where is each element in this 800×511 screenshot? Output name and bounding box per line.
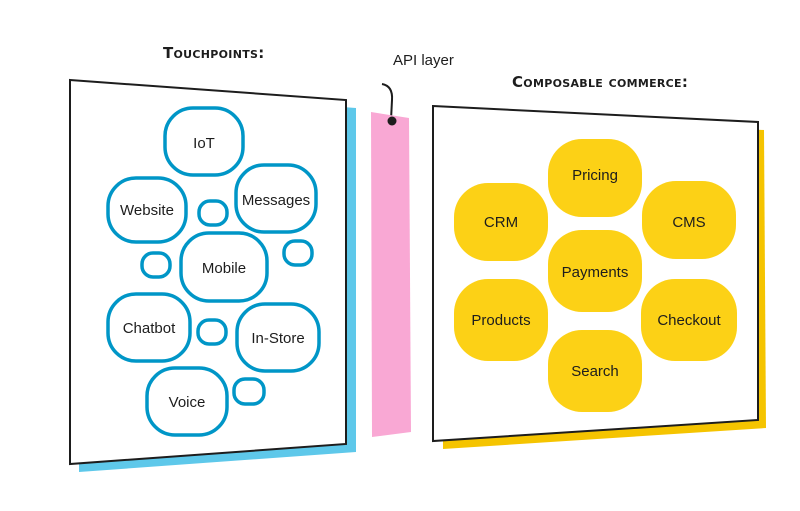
touchpoint-bubble-website <box>106 176 188 244</box>
commerce-bubble-pricing <box>548 139 642 217</box>
commerce-label-search: Search <box>571 363 619 380</box>
commerce-label-pricing: Pricing <box>572 167 618 184</box>
commerce-bubble-checkout <box>641 279 737 361</box>
small-bubble <box>140 251 172 279</box>
small-bubble <box>196 318 228 346</box>
touchpoint-bubble-in-store <box>235 302 321 373</box>
commerce-bubble-payments <box>548 230 642 312</box>
touchpoints-heading: Touchpoints: <box>163 44 265 62</box>
api-layer-bar <box>371 112 411 437</box>
touchpoint-bubble-voice <box>145 366 229 437</box>
commerce-bubble-products <box>454 279 548 361</box>
commerce-bubble-search <box>548 330 642 412</box>
api-label-leader-dot <box>387 116 397 126</box>
touchpoint-bubble-chatbot <box>106 292 192 363</box>
touchpoint-label-voice: Voice <box>169 394 206 411</box>
commerce-label-checkout: Checkout <box>657 312 721 329</box>
touchpoint-bubble-iot <box>163 106 245 177</box>
commerce-label-payments: Payments <box>562 264 629 281</box>
api-layer-label: API layer <box>393 52 454 69</box>
touchpoint-label-mobile: Mobile <box>202 260 246 277</box>
api-label-leader-line <box>381 83 394 121</box>
commerce-label-products: Products <box>471 312 530 329</box>
touchpoint-label-chatbot: Chatbot <box>123 320 176 337</box>
touchpoint-label-in-store: In-Store <box>251 330 304 347</box>
commerce-bubble-crm <box>454 183 548 261</box>
composable-commerce-heading: Composable commerce: <box>512 73 689 91</box>
small-bubble <box>197 199 229 227</box>
commerce-label-cms: CMS <box>672 214 705 231</box>
commerce-bubble-cms <box>642 181 736 259</box>
small-bubble <box>282 239 314 267</box>
touchpoint-label-messages: Messages <box>242 192 310 209</box>
touchpoint-bubble-messages <box>234 163 318 234</box>
touchpoint-label-iot: IoT <box>193 135 215 152</box>
commerce-label-crm: CRM <box>484 214 518 231</box>
touchpoint-label-website: Website <box>120 202 174 219</box>
small-bubble <box>232 377 266 406</box>
touchpoint-bubble-mobile <box>179 231 269 303</box>
